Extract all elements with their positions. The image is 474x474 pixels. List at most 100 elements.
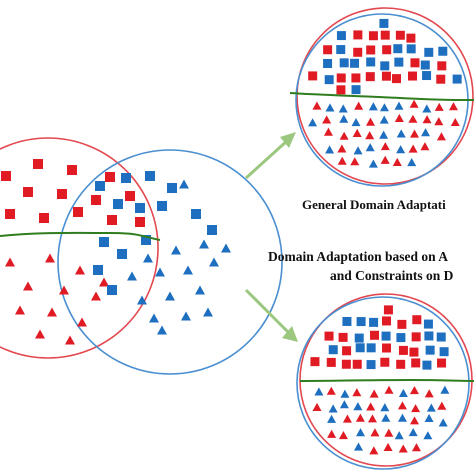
source-square-sample bbox=[73, 207, 83, 217]
source-square-sample bbox=[411, 332, 421, 342]
source-triangle-sample bbox=[322, 115, 332, 124]
source-triangle-sample bbox=[367, 414, 377, 423]
target-square-sample bbox=[99, 237, 109, 247]
source-triangle-sample bbox=[410, 416, 420, 425]
source-triangle-sample bbox=[45, 253, 55, 263]
source-triangle-sample bbox=[342, 414, 352, 423]
source-triangle-sample bbox=[327, 429, 337, 438]
source-square-sample bbox=[409, 347, 419, 357]
source-triangle-sample bbox=[436, 132, 446, 141]
source-triangle-sample bbox=[409, 385, 419, 395]
target-square-sample bbox=[369, 317, 379, 327]
source-triangle-sample bbox=[408, 144, 418, 153]
source-triangle-sample bbox=[410, 129, 420, 138]
source-square-sample bbox=[310, 357, 320, 367]
source-triangle-sample bbox=[450, 117, 460, 127]
target-triangle-sample bbox=[314, 387, 324, 396]
source-square-sample bbox=[370, 330, 380, 340]
target-triangle-sample bbox=[325, 103, 335, 112]
source-triangle-sample bbox=[408, 114, 418, 123]
target-square-sample bbox=[191, 209, 201, 219]
target-triangle-sample bbox=[438, 418, 448, 427]
source-square-sample bbox=[396, 359, 406, 369]
arrow-to-general bbox=[244, 132, 296, 180]
source-square-sample bbox=[23, 187, 33, 197]
target-triangle-sample bbox=[351, 117, 361, 127]
target-square-sample bbox=[424, 331, 434, 341]
source-square-sample bbox=[381, 71, 391, 81]
general-adaptation-panel bbox=[289, 7, 474, 187]
target-square-sample bbox=[422, 360, 432, 370]
source-triangle-sample bbox=[337, 156, 347, 165]
target-square-sample bbox=[438, 46, 448, 56]
source-triangle-sample bbox=[365, 117, 375, 126]
target-triangle-sample bbox=[424, 413, 434, 423]
target-triangle-sample bbox=[171, 245, 181, 255]
source-triangle-sample bbox=[392, 157, 402, 166]
source-target-panel bbox=[0, 137, 283, 375]
source-square-sample bbox=[382, 343, 392, 353]
target-triangle-sample bbox=[199, 239, 209, 249]
target-square-sample bbox=[145, 171, 155, 181]
target-square-sample bbox=[167, 183, 177, 193]
target-square-sample bbox=[342, 316, 352, 326]
target-square-sample bbox=[379, 18, 389, 28]
target-triangle-sample bbox=[356, 428, 366, 437]
target-square-sample bbox=[356, 317, 366, 327]
target-triangle-sample bbox=[426, 403, 436, 412]
source-square-sample bbox=[135, 217, 145, 227]
target-square-sample bbox=[355, 343, 365, 353]
target-triangle-sample bbox=[394, 431, 404, 440]
caption-general: General Domain Adaptati bbox=[302, 197, 446, 212]
target-triangle-sample bbox=[221, 243, 231, 253]
source-square-sample bbox=[336, 85, 346, 95]
target-square-sample bbox=[323, 58, 333, 68]
source-triangle-sample bbox=[15, 305, 25, 315]
source-triangle-sample bbox=[369, 446, 379, 455]
source-square-sample bbox=[324, 331, 334, 341]
constrained-adaptation-panel bbox=[296, 293, 474, 470]
source-triangle-sample bbox=[355, 413, 365, 422]
target-triangle-sample bbox=[127, 271, 137, 281]
target-square-sample bbox=[107, 285, 117, 295]
target-triangle-sample bbox=[440, 385, 450, 394]
source-square-sample bbox=[336, 73, 346, 83]
target-triangle-sample bbox=[183, 265, 193, 275]
source-triangle-sample bbox=[47, 307, 57, 317]
source-square-sample bbox=[105, 172, 115, 182]
source-triangle-sample bbox=[409, 99, 419, 108]
target-square-sample bbox=[366, 343, 376, 353]
target-triangle-sample bbox=[328, 404, 338, 413]
source-triangle-sample bbox=[434, 117, 444, 126]
target-square-sample bbox=[339, 58, 349, 68]
target-triangle-sample bbox=[381, 413, 391, 422]
target-triangle-sample bbox=[209, 257, 219, 267]
source-square-sample bbox=[397, 319, 407, 329]
target-triangle-sample bbox=[354, 442, 364, 451]
source-square-sample bbox=[380, 30, 390, 40]
target-square-sample bbox=[439, 347, 449, 357]
target-square-sample bbox=[117, 249, 127, 259]
source-triangle-sample bbox=[339, 131, 349, 140]
target-triangle-sample bbox=[339, 114, 349, 123]
source-triangle-sample bbox=[380, 142, 390, 151]
source-square-sample bbox=[392, 74, 402, 84]
target-triangle-sample bbox=[422, 104, 432, 113]
source-square-sample bbox=[437, 358, 447, 368]
source-triangle-sample bbox=[35, 329, 45, 339]
source-square-sample bbox=[382, 45, 392, 55]
decision-boundary-general bbox=[289, 92, 474, 101]
source-square-sample bbox=[353, 47, 363, 57]
source-square-sample bbox=[380, 357, 390, 367]
source-triangle-sample bbox=[350, 157, 360, 166]
source-square-sample bbox=[338, 332, 348, 342]
target-square-sample bbox=[394, 57, 404, 67]
target-triangle-sample bbox=[408, 427, 418, 437]
caption-constrained-line1: Domain Adaptation based on A bbox=[268, 249, 448, 264]
target-triangle-sample bbox=[338, 104, 348, 113]
target-square-sample bbox=[324, 75, 334, 85]
target-triangle-sample bbox=[203, 307, 213, 317]
target-square-sample bbox=[396, 333, 406, 343]
source-domain-circle bbox=[0, 137, 159, 359]
source-square-sample bbox=[366, 45, 376, 55]
